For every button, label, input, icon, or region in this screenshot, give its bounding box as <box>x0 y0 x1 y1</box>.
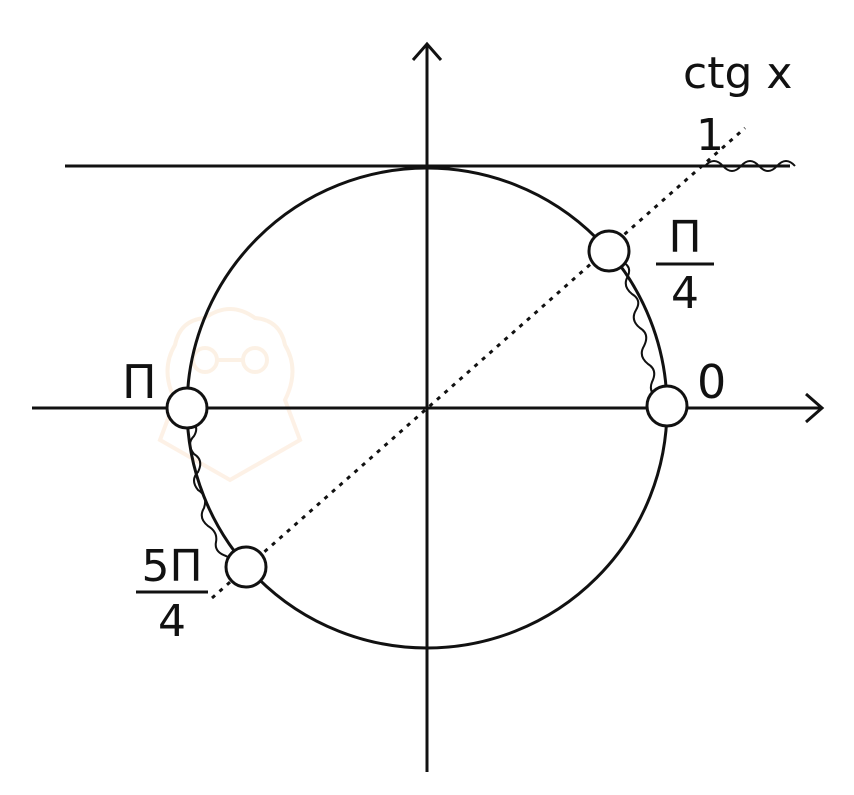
zero-label: 0 <box>697 355 726 409</box>
x-axis-arrow <box>805 392 825 424</box>
value-one-label: 1 <box>696 110 724 161</box>
point-pi <box>165 386 209 430</box>
point-pi-quarter <box>587 229 631 273</box>
y-axis-arrow <box>411 41 443 61</box>
five-pi-quarter-denominator: 4 <box>158 596 186 647</box>
pi-quarter-denominator: 4 <box>671 268 699 319</box>
point-five-pi-quarter <box>224 545 268 589</box>
ctg-axis-title: ctg x <box>683 48 792 99</box>
arc-hatching-first-quarter <box>621 261 665 411</box>
pi-label: П <box>122 355 157 409</box>
ctg-axis-hatching <box>704 160 796 172</box>
five-pi-quarter-numerator: 5П <box>141 541 202 592</box>
point-zero <box>645 384 689 428</box>
arc-hatching-third-quarter <box>189 419 235 569</box>
diagonal-dotted-line <box>211 126 746 600</box>
pi-quarter-numerator: П <box>668 212 701 263</box>
